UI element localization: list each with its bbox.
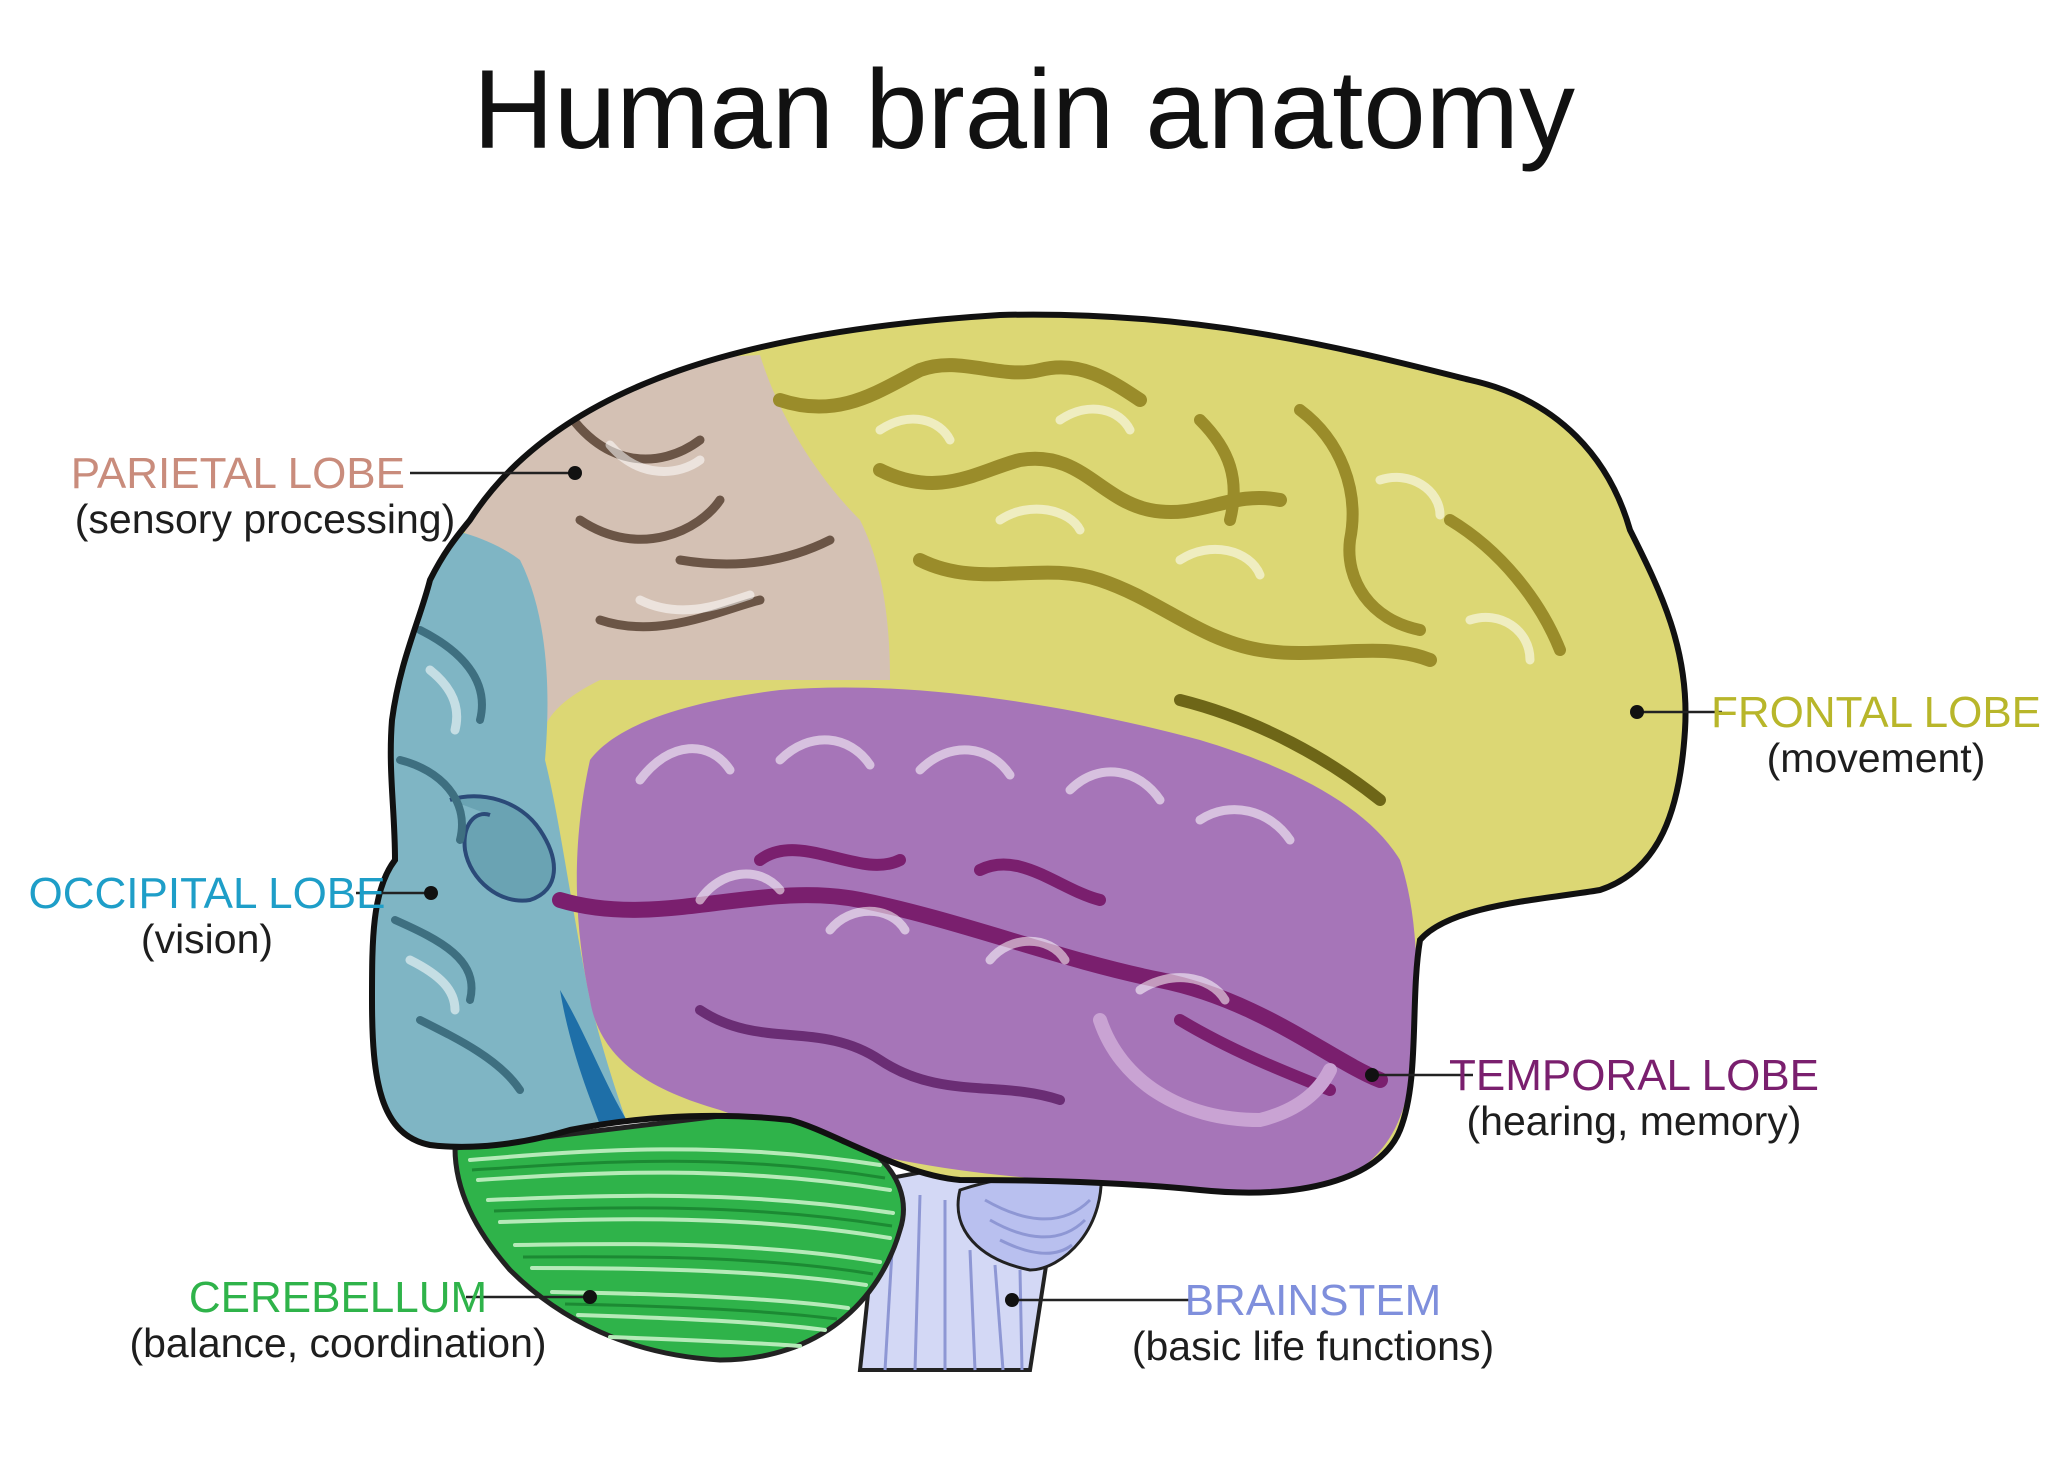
label-brainstem: BRAINSTEM (basic life functions): [1132, 1276, 1494, 1369]
cerebrum-outline: [368, 311, 1689, 1196]
temporal-lobe-function: (hearing, memory): [1467, 1098, 1802, 1144]
label-cerebellum: CEREBELLUM (balance, coordination): [129, 1273, 546, 1366]
leader-lines: [356, 466, 1722, 1307]
cerebellum-name: CEREBELLUM: [189, 1273, 487, 1322]
occipital-lobe-name: OCCIPITAL LOBE: [29, 869, 386, 918]
label-temporal: TEMPORAL LOBE (hearing, memory): [1449, 1051, 1819, 1144]
label-parietal: PARIETAL LOBE (sensory processing): [71, 449, 455, 542]
label-frontal: FRONTAL LOBE (movement): [1711, 688, 2041, 781]
label-occipital: OCCIPITAL LOBE (vision): [29, 869, 386, 962]
brainstem-function: (basic life functions): [1132, 1323, 1494, 1369]
frontal-lobe-function: (movement): [1767, 735, 1986, 781]
parietal-lobe-function: (sensory processing): [75, 496, 456, 542]
diagram-title: Human brain anatomy: [473, 47, 1575, 172]
parietal-lobe-name: PARIETAL LOBE: [71, 449, 405, 498]
brainstem-name: BRAINSTEM: [1185, 1276, 1442, 1325]
cerebellum-function: (balance, coordination): [129, 1320, 546, 1366]
frontal-lobe-name: FRONTAL LOBE: [1711, 688, 2041, 737]
occipital-lobe-function: (vision): [141, 916, 273, 962]
temporal-lobe-name: TEMPORAL LOBE: [1449, 1051, 1819, 1100]
